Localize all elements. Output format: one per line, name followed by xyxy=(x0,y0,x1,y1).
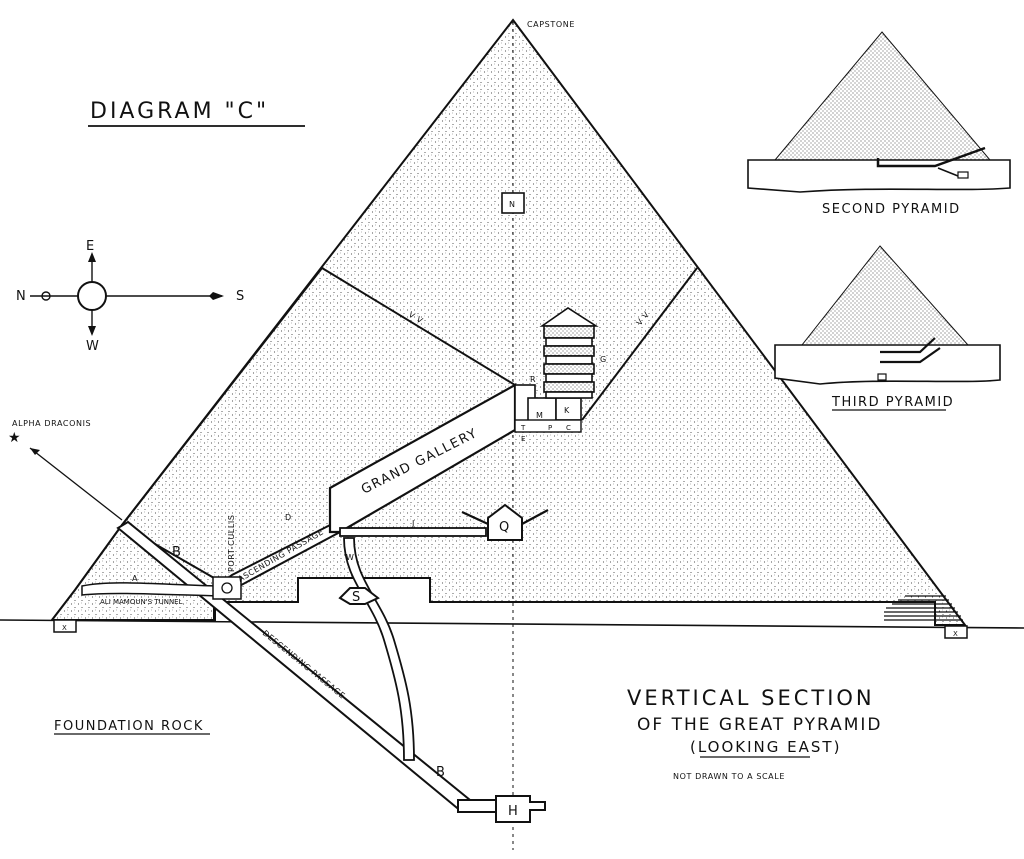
descending-passage-label: DESCENDING PASSAGE xyxy=(261,629,347,701)
label-w: W xyxy=(346,553,355,562)
compass-w: W xyxy=(86,339,100,354)
label-p: P xyxy=(548,424,552,432)
label-t: T xyxy=(520,424,526,432)
compass-n: N xyxy=(16,289,27,304)
label-h: H xyxy=(508,804,519,819)
section-title-line2: OF THE GREAT PYRAMID xyxy=(637,715,883,735)
ground-line xyxy=(0,619,1024,629)
pit-chamber-h: H xyxy=(495,795,546,823)
port-cullis-label: PORT-CULLIS xyxy=(227,514,236,572)
diagram-title: DIAGRAM "C" xyxy=(90,99,269,124)
inner-casing-line-right xyxy=(581,267,698,421)
label-r: R xyxy=(530,375,536,384)
label-x-right: X xyxy=(953,630,958,638)
section-title-line1: VERTICAL SECTION xyxy=(627,686,875,710)
label-k: K xyxy=(564,406,570,415)
label-q: Q xyxy=(499,520,511,535)
base-hatching xyxy=(884,595,963,621)
label-m: M xyxy=(536,411,544,420)
label-s: S xyxy=(352,590,362,605)
third-pyramid-inset xyxy=(774,245,1001,385)
compass-e: E xyxy=(86,239,96,254)
ali-mamouns-tunnel-label: ALI MAMOUN'S TUNNEL xyxy=(100,598,183,606)
label-b-upper: B xyxy=(172,545,182,560)
label-d: D xyxy=(285,513,292,522)
capstone-label: CAPSTONE xyxy=(527,20,575,29)
label-a: A xyxy=(132,574,138,583)
pyramid-lower-left-section xyxy=(49,523,215,621)
grand-gallery xyxy=(328,383,517,534)
compass-s: S xyxy=(236,289,246,304)
label-j: J xyxy=(411,519,415,528)
alpha-draconis-star: ★ xyxy=(8,430,21,446)
relieving-chambers-stack xyxy=(539,307,599,399)
horizontal-passage-j xyxy=(339,527,487,537)
ali-mamouns-tunnel xyxy=(81,582,219,597)
port-cullis xyxy=(212,576,242,600)
label-g: G xyxy=(600,355,607,364)
label-e: E xyxy=(521,435,525,443)
base-stone-right: X xyxy=(944,625,968,639)
label-x-left: X xyxy=(62,624,67,632)
base-stone-left: X xyxy=(53,619,77,633)
alpha-draconis-arrowhead xyxy=(30,448,40,455)
foundation-rock-label: FOUNDATION ROCK xyxy=(54,719,204,734)
alpha-draconis-line xyxy=(29,447,123,521)
label-b-lower: B xyxy=(436,765,446,780)
box-n: N xyxy=(501,192,525,214)
grotto-s: S xyxy=(338,587,380,605)
well-shaft xyxy=(343,537,415,761)
kings-chamber-complex xyxy=(514,384,582,433)
section-title-line3: (LOOKING EAST) xyxy=(690,738,841,756)
inner-casing-line-left xyxy=(321,267,516,386)
not-to-scale-note: NOT DRAWN TO A SCALE xyxy=(673,772,785,781)
label-n: N xyxy=(509,200,516,209)
alpha-draconis-label: ALPHA DRACONIS xyxy=(12,419,91,428)
queens-chamber-q: Q xyxy=(461,503,549,541)
third-pyramid-label: THIRD PYRAMID xyxy=(831,395,954,410)
label-c: C xyxy=(566,424,571,432)
compass: E W N S xyxy=(16,239,246,354)
second-pyramid-inset xyxy=(747,31,1011,193)
inner-casing-line-left-outer xyxy=(121,267,323,526)
second-pyramid-label: SECOND PYRAMID xyxy=(822,202,961,217)
descending-passage-lower xyxy=(457,799,501,813)
